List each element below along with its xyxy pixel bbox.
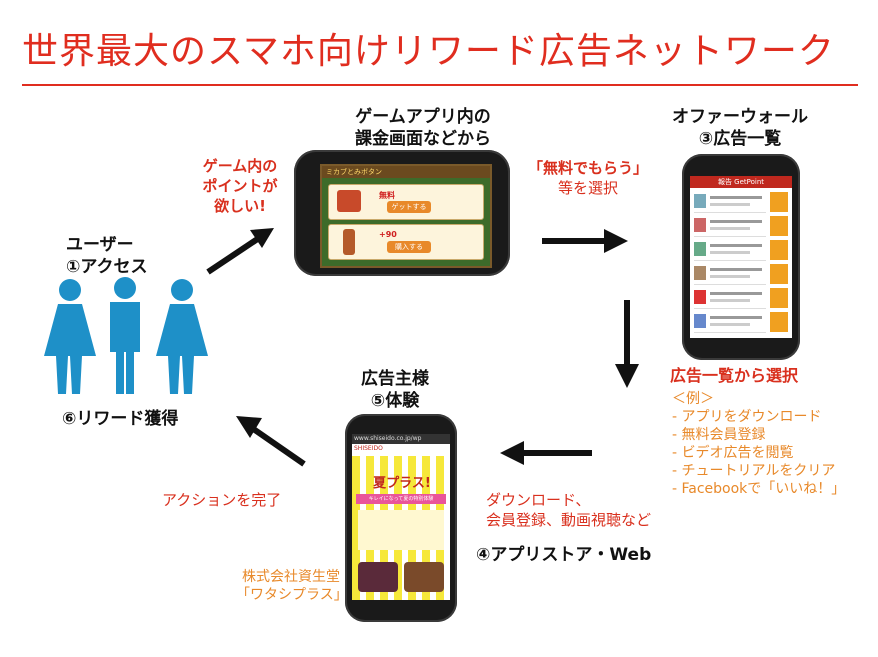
arrow-up-right-icon xyxy=(206,228,274,275)
step-advertiser-line2: ⑤体験 xyxy=(370,391,420,411)
want-points-line3: 欲しい! xyxy=(214,197,266,215)
advertiser-name-line2: 「ワタシプラス」 xyxy=(236,587,348,603)
offer-points-badge xyxy=(770,312,788,332)
offer-points-badge xyxy=(770,192,788,212)
arrow-down-icon xyxy=(615,300,639,388)
step-user-line1: ユーザー xyxy=(66,235,134,255)
arrow-left-icon xyxy=(500,441,592,465)
advertiser-phone: www.shiseido.co.jp/wp SHISEIDO 夏プラス! キレイ… xyxy=(345,414,457,622)
game-screen: ミカブとみボタン 無料 ゲットする +90 購入する xyxy=(320,164,492,268)
advertiser-photo-1 xyxy=(358,562,398,592)
want-points-line1: ゲーム内の xyxy=(202,157,278,175)
step-offerwall-line2: ③広告一覧 xyxy=(698,129,782,149)
advertiser-name: 株式会社資生堂 「ワタシプラス」 xyxy=(236,568,348,604)
download-label: ダウンロード、 会員登録、動画視聴など xyxy=(486,490,651,530)
want-points-label: ゲーム内の ポイントが 欲しい! xyxy=(180,156,300,216)
title-divider xyxy=(22,84,858,86)
example-item: - Facebookで「いいね！」 xyxy=(672,481,846,497)
advertiser-brand: SHISEIDO xyxy=(354,445,383,452)
examples-list: ＜例＞ - アプリをダウンロード - 無料会員登録 - ビデオ広告を閲覧 - チ… xyxy=(672,390,845,498)
game-offer-row-1: 無料 ゲットする xyxy=(328,184,484,220)
game-buy-button[interactable]: 購入する xyxy=(387,241,431,253)
arrow-up-left-icon xyxy=(236,416,306,467)
offerwall-list xyxy=(690,190,792,338)
step-user-line2: ①アクセス xyxy=(66,257,148,277)
arrow-right-icon xyxy=(542,229,628,253)
step-game-line1: ゲームアプリ内の xyxy=(355,107,491,127)
offer-points-badge xyxy=(770,240,788,260)
offer-points-badge xyxy=(770,216,788,236)
coin-stack-icon xyxy=(343,229,355,255)
advertiser-banner-sub: キレイになって夏の特別体験 xyxy=(356,494,446,504)
step-game-line2: 課金画面などから xyxy=(355,129,491,149)
advertiser-url: www.shiseido.co.jp/wp xyxy=(352,434,450,444)
game-offer-row-2: +90 購入する xyxy=(328,224,484,260)
advertiser-banner-title: 夏プラス! xyxy=(373,476,431,491)
step-game-label: ゲームアプリ内の 課金画面などから xyxy=(338,106,508,150)
offer-row[interactable] xyxy=(694,192,766,213)
step-user-label: ユーザー ①アクセス xyxy=(66,234,148,278)
step-reward-label: ⑥リワード獲得 xyxy=(62,409,179,429)
game-phone: ミカブとみボタン 無料 ゲットする +90 購入する xyxy=(294,150,510,276)
download-line2: 会員登録、動画視聴など xyxy=(486,511,652,529)
offer-row[interactable] xyxy=(694,288,766,309)
step-advertiser-line1: 広告主様 xyxy=(361,369,429,389)
offer-row[interactable] xyxy=(694,264,766,285)
page-title: 世界最大のスマホ向けリワード広告ネットワーク xyxy=(22,31,835,72)
advertiser-photo-2 xyxy=(404,562,444,592)
game-row1-label: 無料 xyxy=(379,191,395,200)
advertiser-text-block xyxy=(358,510,444,550)
want-points-line2: ポイントが xyxy=(202,177,278,195)
offerwall-phone: 報告 GetPoint xyxy=(682,154,800,360)
step-offerwall-line1: オファーウォール xyxy=(672,107,808,127)
example-item: - アプリをダウンロード xyxy=(672,409,822,425)
step-advertiser-label: 広告主様 ⑤体験 xyxy=(340,368,450,412)
offerwall-screen: 報告 GetPoint xyxy=(690,176,792,338)
offer-row[interactable] xyxy=(694,312,766,333)
example-item: - ビデオ広告を閲覧 xyxy=(672,445,794,461)
complete-action-label: アクションを完了 xyxy=(162,491,282,509)
advertiser-name-line1: 株式会社資生堂 xyxy=(242,569,340,585)
gift-box-icon xyxy=(337,190,361,212)
offer-row[interactable] xyxy=(694,240,766,261)
users-icon xyxy=(44,277,208,394)
step-store-label: ④アプリストア・Web xyxy=(476,545,652,565)
download-line1: ダウンロード、 xyxy=(486,491,591,509)
select-free-line2: 等を選択 xyxy=(557,179,618,197)
game-row2-label: +90 xyxy=(379,230,397,239)
examples-header: ＜例＞ xyxy=(672,391,714,407)
advertiser-screen: www.shiseido.co.jp/wp SHISEIDO 夏プラス! キレイ… xyxy=(352,434,450,600)
offer-points-badge xyxy=(770,264,788,284)
offer-row[interactable] xyxy=(694,216,766,237)
select-list-label: 広告一覧から選択 xyxy=(670,366,799,385)
select-free-line1: 「無料でもらう」 xyxy=(527,159,648,177)
offer-points-badge xyxy=(770,288,788,308)
select-free-label: 「無料でもらう」 等を選択 xyxy=(518,158,658,198)
example-item: - 無料会員登録 xyxy=(672,427,766,443)
game-screen-header: ミカブとみボタン xyxy=(322,166,490,178)
game-get-button[interactable]: ゲットする xyxy=(387,201,431,213)
offerwall-header: 報告 GetPoint xyxy=(690,176,792,188)
step-offerwall-label: オファーウォール ③広告一覧 xyxy=(655,106,825,150)
example-item: - チュートリアルをクリア xyxy=(672,463,836,479)
